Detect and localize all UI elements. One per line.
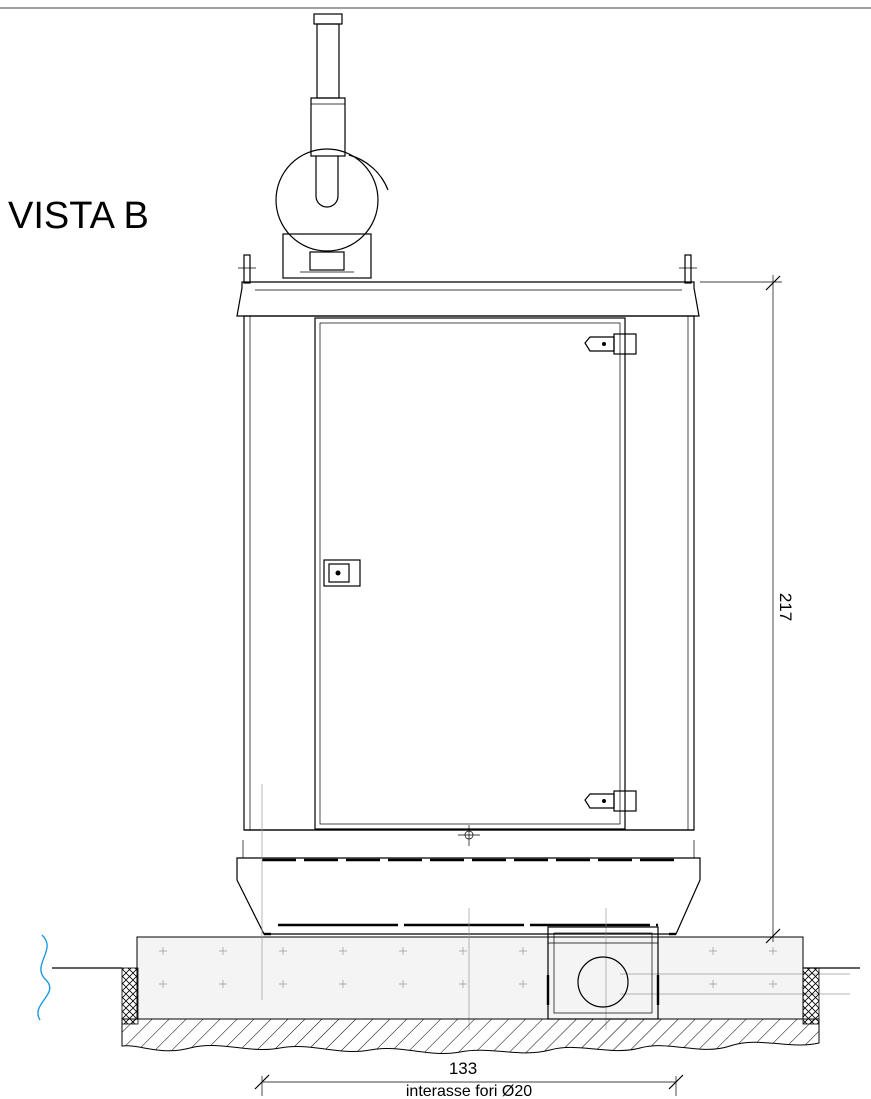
height-dimension-value: 217 — [776, 593, 795, 621]
exhaust-pipe — [275, 13, 389, 279]
ground-section — [52, 967, 860, 1055]
cable-pit — [546, 926, 660, 1020]
view-title: VISTA B — [8, 195, 149, 237]
hinge-top-icon — [584, 333, 637, 355]
door-lock-icon — [323, 559, 361, 587]
height-dimension — [700, 275, 782, 944]
concrete-slab — [136, 908, 850, 1030]
enclosure-body — [243, 315, 695, 831]
lifting-eye-left — [238, 254, 256, 284]
canopy-roof — [236, 281, 700, 317]
access-door — [314, 317, 626, 830]
base-frame — [236, 840, 701, 936]
break-line — [37, 934, 51, 1021]
door-center-mark — [458, 825, 480, 846]
width-dimension — [254, 784, 684, 1096]
width-dimension-value: 133 — [449, 1059, 477, 1078]
lifting-eye-right — [679, 254, 697, 284]
holes-spacing-label: interasse fori Ø20 — [406, 1083, 532, 1099]
hinge-bottom-icon — [584, 790, 637, 812]
